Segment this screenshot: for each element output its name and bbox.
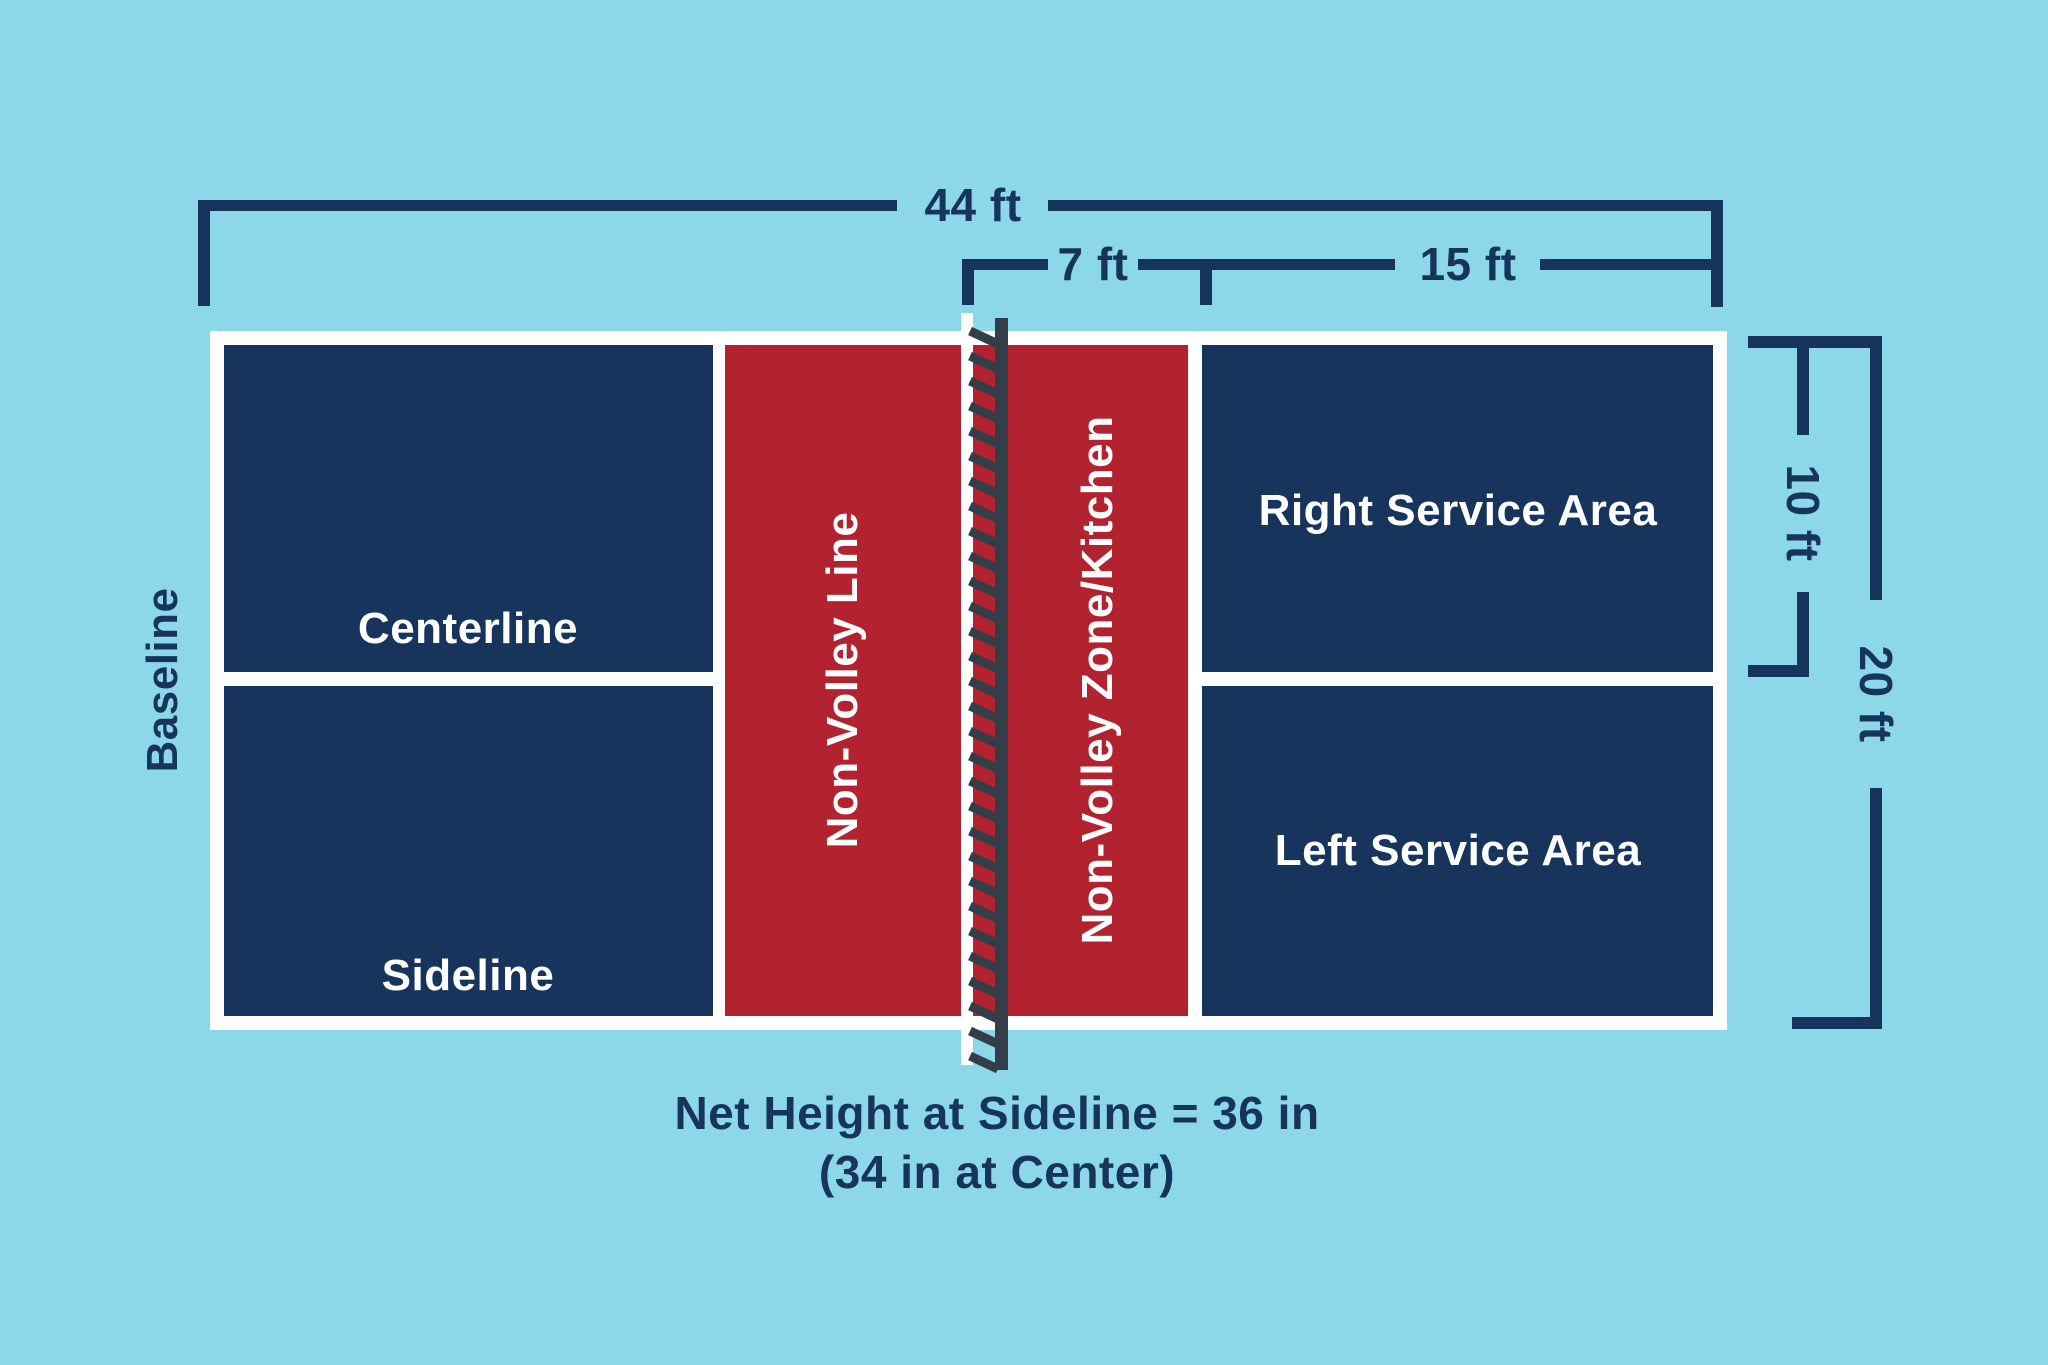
right-service-box-bottom bbox=[1202, 686, 1713, 1016]
dim-44ft-line-right bbox=[1048, 200, 1723, 211]
dim-44ft-tick-right bbox=[1711, 200, 1723, 307]
net-height-caption-line1: Net Height at Sideline = 36 in bbox=[674, 1087, 1320, 1139]
dim-15ft-label: 15 ft bbox=[1419, 238, 1517, 290]
net-icon bbox=[961, 313, 1008, 1074]
dim-10ft-label: 10 ft bbox=[1777, 464, 1829, 562]
dim-44ft-line-left bbox=[198, 200, 897, 211]
dim-10ft-bottom-line bbox=[1748, 665, 1809, 677]
dim-7ft-tick-left bbox=[962, 259, 974, 305]
dim-7ft-tick-right bbox=[1200, 259, 1212, 305]
left-service-area-label: Left Service Area bbox=[1274, 826, 1642, 875]
dim-44ft-label: 44 ft bbox=[924, 179, 1022, 231]
non-volley-zone-label: Non-Volley Zone/Kitchen bbox=[1073, 415, 1122, 945]
left-bottom-service-box bbox=[224, 686, 713, 1016]
dim-10ft-tick-lower bbox=[1797, 592, 1809, 677]
dim-20ft-tick-upper bbox=[1870, 336, 1882, 600]
right-service-box-top bbox=[1202, 345, 1713, 672]
dim-44ft-tick-left bbox=[198, 200, 210, 306]
dim-7ft-line bbox=[962, 259, 1048, 270]
non-volley-zone-band bbox=[725, 345, 1188, 1016]
non-volley-line-label: Non-Volley Line bbox=[818, 511, 867, 849]
sideline-label: Sideline bbox=[381, 951, 555, 1000]
centerline-label: Centerline bbox=[357, 604, 579, 653]
right-service-area-label: Right Service Area bbox=[1258, 486, 1658, 535]
baseline-label: Baseline bbox=[138, 587, 187, 773]
dim-20ft-bottom-line bbox=[1792, 1017, 1882, 1029]
left-top-service-box bbox=[224, 345, 713, 672]
dim-right-top-line bbox=[1748, 336, 1882, 348]
net-height-caption-line2: (34 in at Center) bbox=[818, 1146, 1176, 1198]
dim-7ft-label: 7 ft bbox=[1057, 238, 1129, 290]
dim-15ft-line-right bbox=[1540, 259, 1723, 270]
dim-7-15ft-line-mid bbox=[1138, 259, 1395, 270]
dim-20ft-label: 20 ft bbox=[1850, 645, 1902, 743]
dim-10ft-tick-upper bbox=[1797, 336, 1809, 435]
dim-20ft-tick-lower bbox=[1870, 788, 1882, 1029]
